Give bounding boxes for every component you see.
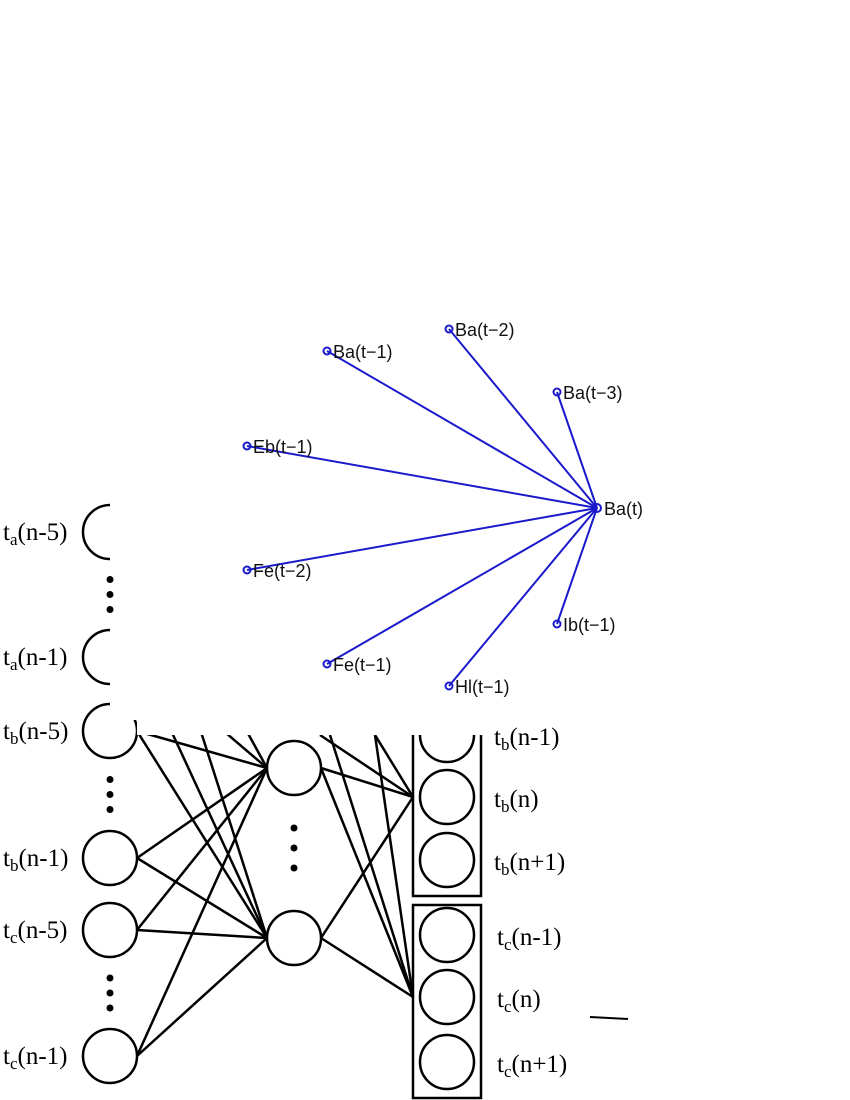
graph-node-Fe_t2 xyxy=(242,565,252,575)
graph-label-Eb_t1: Eb(t−1) xyxy=(253,437,313,457)
network-labels: ta(n-5) ta(n-1) tb(n-5) tb(n-1) tc(n-5) tc(n-… xyxy=(3,519,567,1081)
graph-label-Ba_t2: Ba(t−2) xyxy=(455,320,515,340)
graph-node-Ib_t1 xyxy=(552,619,562,629)
input-node-5 xyxy=(81,1027,139,1085)
ellipsis-dot-input-2-1 xyxy=(106,989,114,997)
input-label-4: tc(n-5) xyxy=(3,917,67,947)
edge-input-4-hidden-1 xyxy=(136,928,268,940)
output-label-3: tc(n-1) xyxy=(497,924,561,954)
output-node-4 xyxy=(418,968,476,1026)
ellipsis-dot-hidden-1 xyxy=(290,844,298,852)
ellipsis-dot-input-0-1 xyxy=(106,591,114,598)
graph-label-target: Ba(t) xyxy=(604,499,643,519)
graph-edge-Ba_t1 xyxy=(326,350,598,509)
edge-input-4-hidden-0 xyxy=(136,767,268,931)
graph-node-Hl_t1 xyxy=(444,681,454,691)
graph-node-Ba_t1 xyxy=(322,346,332,356)
edge-upper-3 xyxy=(319,733,414,799)
ellipsis-dot-input-0-2 xyxy=(106,606,114,613)
graph-node-target xyxy=(592,503,602,513)
edge-input-2-hidden-1 xyxy=(135,730,269,939)
stray-dash xyxy=(589,1016,629,1020)
graph-label-Hl_t1: Hl(t−1) xyxy=(455,677,510,697)
graph-edge-Ba_t3 xyxy=(556,391,598,509)
graph-overlay-background xyxy=(137,300,850,735)
ellipsis-dot-hidden-0 xyxy=(290,824,298,832)
output-label-2: tb(n+1) xyxy=(494,849,565,879)
output-label-4: tc(n) xyxy=(497,986,541,1016)
ellipsis-dot-input-1-0 xyxy=(106,776,114,783)
ellipsis-dot-input-2-2 xyxy=(106,1004,114,1012)
ellipsis-dot-input-2-0 xyxy=(106,974,114,982)
graph-edge-Ba_t2 xyxy=(448,328,598,509)
input-label-5: tc(n-1) xyxy=(3,1043,67,1073)
input-label-1: ta(n-1) xyxy=(3,644,67,674)
ellipsis-dot-input-1-1 xyxy=(106,791,114,798)
output-node-3 xyxy=(418,906,476,964)
output-group-c xyxy=(411,903,483,1100)
edge-hidden-0-output-1 xyxy=(319,767,415,998)
hidden-node-0 xyxy=(265,739,323,797)
input-node-3 xyxy=(81,829,139,887)
edge-input-5-hidden-1 xyxy=(136,937,268,1057)
graph-node-Ba_t3 xyxy=(552,387,562,397)
ellipsis-dot-input-0-0 xyxy=(106,576,114,583)
edge-upper-1 xyxy=(373,734,415,998)
graph-node-Eb_t1 xyxy=(242,441,252,451)
input-node-4 xyxy=(81,901,139,959)
input-label-2: tb(n-5) xyxy=(3,718,68,748)
edge-input-3-hidden-1 xyxy=(136,856,268,940)
input-label-0: ta(n-5) xyxy=(3,519,67,549)
graph-label-Fe_t2: Fe(t−2) xyxy=(253,561,312,581)
graph-label-Ba_t1: Ba(t−1) xyxy=(333,342,393,362)
input-label-3: tb(n-1) xyxy=(3,845,68,875)
hidden-node-1 xyxy=(265,909,323,967)
output-node-2 xyxy=(418,831,476,889)
graph-edge-Hl_t1 xyxy=(448,507,598,687)
output-node-5 xyxy=(418,1033,476,1091)
graph-label-Ba_t3: Ba(t−3) xyxy=(563,383,623,403)
edge-upper-0 xyxy=(328,734,415,998)
ellipsis-dot-hidden-2 xyxy=(290,864,298,872)
edge-hidden-1-output-1 xyxy=(320,936,414,999)
graph-edge-Eb_t1 xyxy=(246,445,598,509)
graph-node-Ba_t2 xyxy=(444,324,454,334)
edge-upper-2 xyxy=(373,734,415,798)
graph-label-Fe_t1: Fe(t−1) xyxy=(333,655,392,675)
ellipsis-dot-input-1-2 xyxy=(106,806,114,813)
graph-node-Fe_t1 xyxy=(322,659,332,669)
edge-input-3-hidden-0 xyxy=(136,766,268,860)
graph-label-Ib_t1: Ib(t−1) xyxy=(563,615,616,635)
graph-edge-Fe_t1 xyxy=(326,507,598,665)
edge-input-2-hidden-0 xyxy=(136,729,268,770)
network-edges xyxy=(135,531,415,1057)
edge-hidden-0-output-0 xyxy=(320,766,414,799)
graph-edge-Fe_t2 xyxy=(246,507,598,571)
output-label-5: tc(n+1) xyxy=(497,1051,567,1081)
graph-overlay-background-column-mask xyxy=(110,300,137,720)
edge-hidden-1-output-0 xyxy=(319,796,415,939)
dependency-graph: Ba(t−1) Ba(t−2) Ba(t−3) Eb(t−1) Fe(t−2) Fe(t−… xyxy=(242,320,643,697)
output-label-1: tb(n) xyxy=(494,786,539,816)
output-node-1 xyxy=(418,768,476,826)
output-label-0: tb(n-1) xyxy=(494,724,559,754)
graph-edge-Ib_t1 xyxy=(556,507,598,625)
edge-input-5-hidden-0 xyxy=(135,767,269,1057)
